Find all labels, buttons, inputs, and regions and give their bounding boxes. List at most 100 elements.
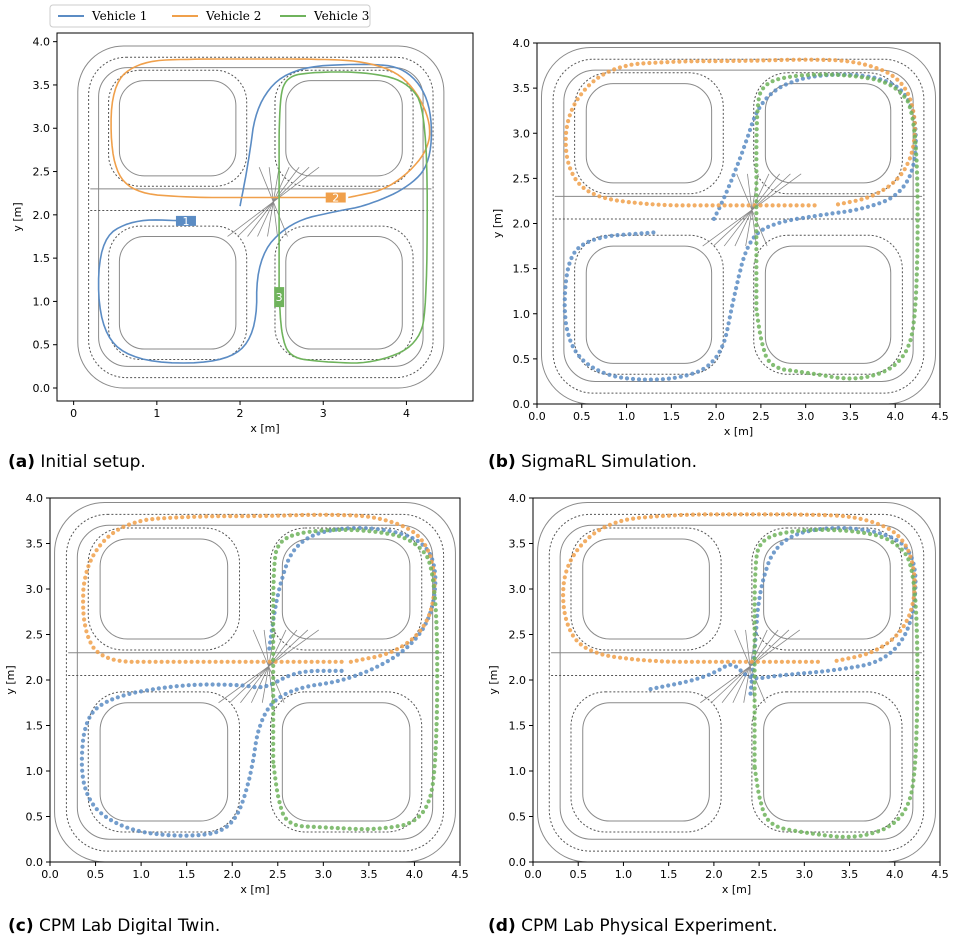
data-point [258,723,263,728]
data-point [911,778,916,783]
caption-b-text: SigmaRL Simulation. [521,452,698,472]
data-point [692,203,697,208]
data-point [612,654,617,660]
data-point [665,60,670,65]
data-point [761,58,766,63]
data-point [671,659,677,664]
data-point [276,513,281,518]
data-point [240,514,245,519]
data-point [724,332,729,338]
road-boundary [76,524,434,840]
data-point [752,716,757,721]
data-point [228,514,233,519]
data-point [561,593,566,598]
data-point [258,513,263,519]
data-point [690,371,695,376]
data-point [289,533,295,538]
data-point [88,558,93,563]
data-point [914,170,920,175]
data-point [793,369,799,374]
data-point [773,659,779,664]
data-point [877,78,882,83]
road-boundary [98,67,424,367]
x-axis-label: x [m] [722,883,751,896]
data-point [563,136,568,141]
data-point [171,659,176,664]
data-point [907,613,912,618]
data-point [625,517,630,522]
data-point [882,199,888,204]
data-point [272,770,277,775]
data-point [902,167,907,172]
data-point [659,60,664,65]
data-point [590,365,596,370]
data-point [305,536,310,541]
data-point [810,512,816,517]
data-point [914,610,919,615]
data-point [114,820,119,826]
data-point [271,651,276,657]
road-boundary [281,538,411,640]
data-point [788,203,793,208]
data-point [857,61,862,66]
data-point [803,659,809,664]
data-point [222,514,227,519]
data-point [247,776,252,781]
data-point [125,825,130,830]
data-point [564,273,569,278]
data-point [761,347,767,353]
data-point [725,58,730,64]
data-point [727,315,732,320]
y-tick-label: 1.0 [33,295,51,308]
data-point [115,695,120,700]
y-tick-label: 2.0 [509,674,527,687]
data-point [759,801,764,806]
data-point [757,595,762,601]
data-point [894,538,899,543]
data-point [564,327,570,332]
data-point [800,76,806,81]
data-point [358,671,363,677]
x-tick-label: 1.5 [178,868,196,881]
data-point [271,603,276,609]
vehicle-marker-label-1: 1 [182,215,189,228]
data-point [583,539,588,544]
road-boundary [88,56,434,379]
data-point [812,203,817,208]
data-point [629,657,635,662]
data-point [94,706,99,711]
y-tick-label: 0.5 [33,339,51,352]
data-point [915,694,920,699]
data-point [204,514,209,519]
data-point [764,203,769,208]
x-tick-label: 1.0 [132,868,150,881]
data-point [677,659,683,664]
data-point [762,512,768,517]
x-tick-label: 0.0 [41,868,59,881]
y-tick-label: 1.5 [33,252,51,265]
data-point [752,680,757,685]
data-point [156,686,161,691]
vehicle-marker-1 [175,215,196,226]
road-boundary [751,527,903,651]
x-tick-label: 1.0 [618,410,636,423]
data-point [683,679,688,684]
data-point [860,527,865,532]
data-point [881,524,886,529]
data-point [915,706,920,711]
data-point [812,214,817,219]
data-point [725,659,731,664]
data-point [817,72,823,77]
data-point [432,770,437,775]
y-tick-label: 1.0 [509,765,527,778]
data-point [735,161,741,166]
data-point [575,548,580,553]
data-point [754,133,759,138]
data-point [774,512,780,517]
data-point [265,707,270,712]
data-point [915,676,920,681]
data-point [689,59,694,64]
data-point [828,513,834,518]
data-point [654,514,660,519]
data-point [695,59,700,64]
